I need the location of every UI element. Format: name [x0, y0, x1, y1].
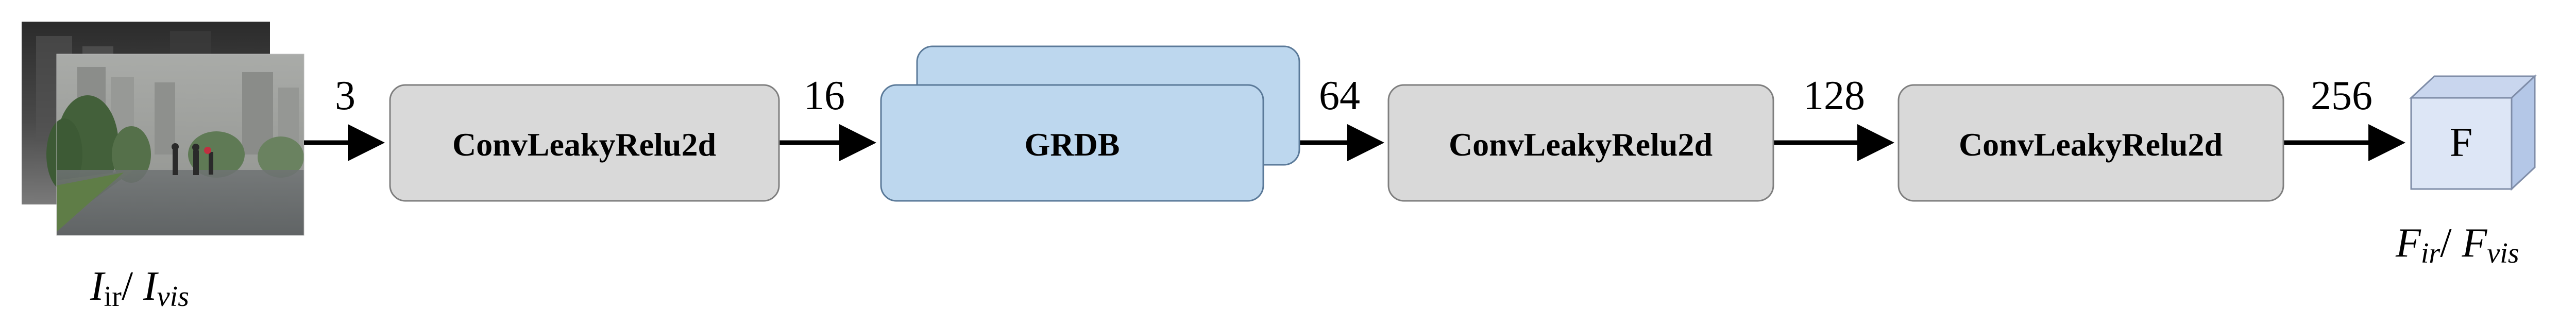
conv-leaky-relu-block-2: ConvLeakyRelu2d [1387, 84, 1774, 202]
grdb-label: GRDB [1025, 126, 1120, 163]
input-label: Iir/ Ivis [90, 264, 189, 313]
conv-block-2-label: ConvLeakyRelu2d [1449, 126, 1713, 163]
grdb-front-layer [880, 84, 1264, 202]
conv-block-1-label: ConvLeakyRelu2d [452, 126, 716, 163]
channel-label-64: 64 [1319, 73, 1360, 118]
channel-label-256: 256 [2311, 73, 2372, 118]
visible-image [46, 54, 304, 236]
conv-block-3-label: ConvLeakyRelu2d [1959, 126, 2223, 163]
conv-leaky-relu-block-1: ConvLeakyRelu2d [389, 84, 780, 202]
output-feature-cube: F [2409, 74, 2537, 191]
channel-label-128: 128 [1803, 73, 1865, 118]
input-image-stack [22, 22, 304, 236]
conv-leaky-relu-block-3: ConvLeakyRelu2d [1897, 84, 2284, 202]
output-label: Fir/ Fvis [2395, 220, 2519, 269]
grdb-block: GRDB [880, 45, 1300, 202]
cube-label: F [2450, 120, 2473, 165]
channel-label-3: 3 [335, 73, 355, 118]
cube-front-face [2410, 97, 2513, 190]
channel-label-16: 16 [804, 73, 845, 118]
